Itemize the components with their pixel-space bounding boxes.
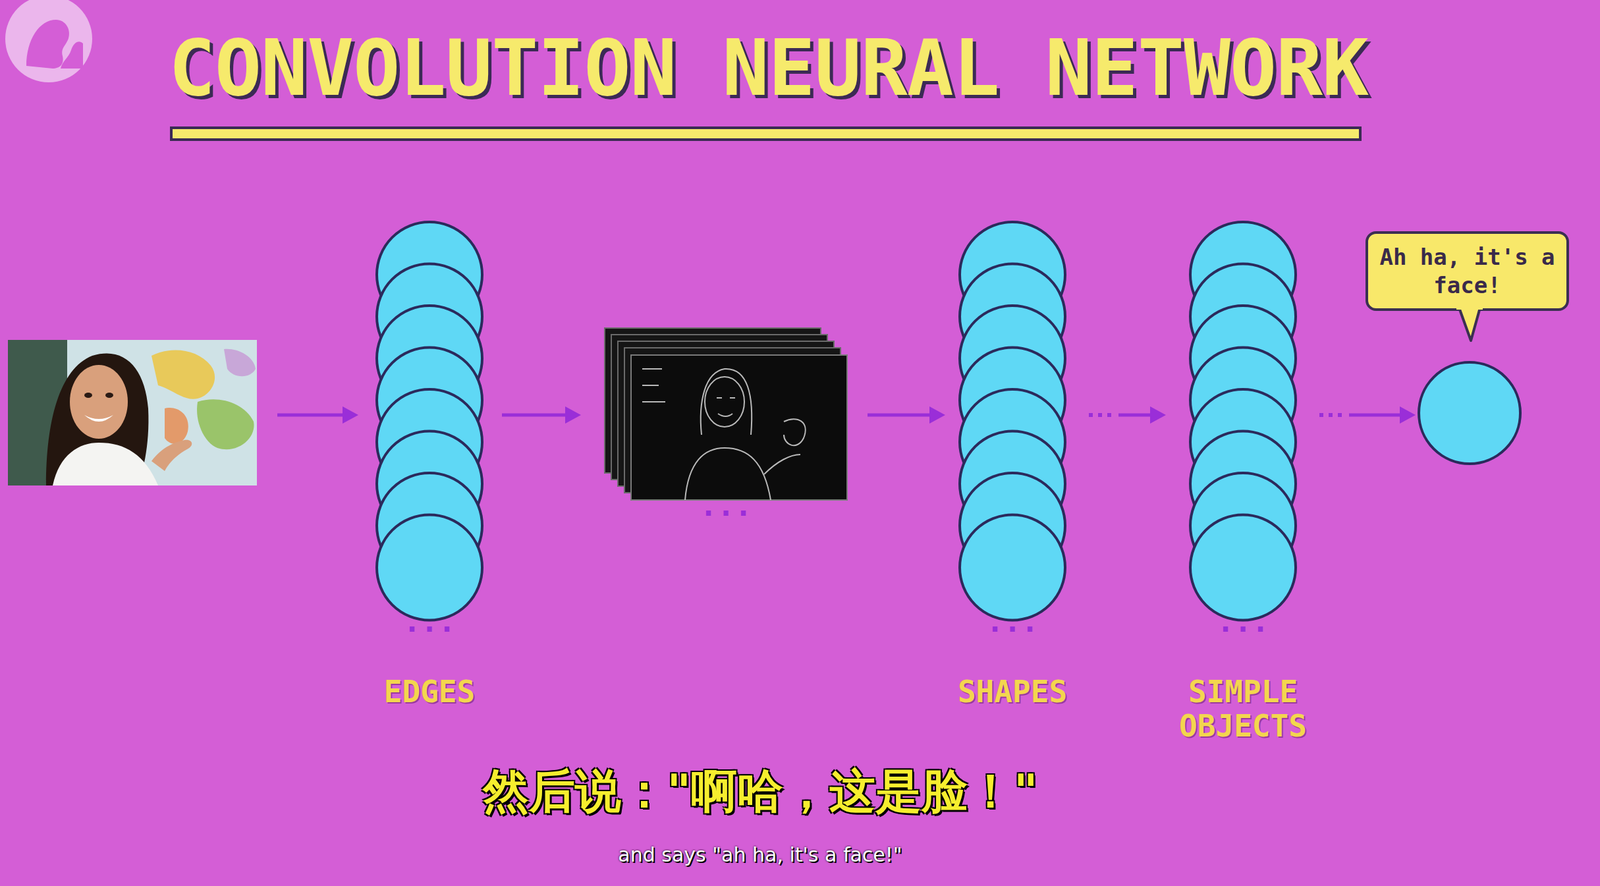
neuron-stack — [353, 220, 506, 623]
smile — [84, 414, 114, 422]
map-continent — [196, 399, 255, 450]
feature-maps — [604, 328, 848, 500]
connector-line — [1349, 413, 1402, 417]
connector-dot — [1337, 413, 1342, 417]
layer-column: SIMPLE OBJECTS — [1167, 220, 1319, 744]
arrow-head — [1150, 406, 1166, 424]
connector-line — [1118, 413, 1152, 417]
neuron-circle — [1190, 515, 1296, 621]
map-continent — [223, 349, 256, 377]
edge-sketch — [642, 368, 806, 500]
logo-head — [26, 19, 70, 69]
arrow-line — [277, 413, 344, 417]
connector-dot — [1107, 413, 1112, 417]
layer-label: SHAPES — [936, 675, 1089, 710]
arrow-head — [565, 406, 581, 424]
connector-dot — [1319, 413, 1324, 417]
diagram-title: CONVOLUTION NEURAL NETWORK — [168, 28, 1369, 107]
logo-head — [60, 41, 83, 69]
connector-dot — [1098, 413, 1103, 417]
flow-arrow — [277, 406, 359, 424]
continuation-dots: ... — [1216, 607, 1269, 637]
logo-disc — [5, 0, 93, 83]
hand — [151, 440, 192, 471]
feature-map — [631, 355, 848, 500]
neuron-circle — [1418, 362, 1521, 464]
map-continent — [151, 350, 215, 400]
arrow-line — [867, 413, 931, 417]
map-continent — [164, 407, 189, 444]
bubble-text: Ah ha, it's a face! — [1376, 243, 1559, 300]
neuron-outline — [1416, 360, 1523, 466]
subtitle-english: and says "ah ha, it's a face!" — [617, 843, 902, 866]
layer-connector — [1319, 406, 1416, 424]
flow-arrow — [867, 406, 946, 424]
bubble-shape — [1366, 232, 1568, 310]
connector-dot — [1088, 413, 1093, 417]
continuation-dots: ... — [986, 607, 1039, 637]
speech-bubble: Ah ha, it's a face! — [1365, 231, 1570, 311]
eye — [84, 392, 93, 398]
flow-arrow — [501, 406, 581, 424]
output-neuron: Ah ha, it's a face! — [1416, 360, 1523, 466]
neuron-circle — [376, 515, 483, 621]
arrow-line — [501, 413, 567, 417]
title-underline — [171, 127, 1361, 140]
layer-label: EDGES — [353, 675, 506, 710]
eye — [105, 392, 114, 398]
face — [69, 364, 128, 439]
arrow-head — [342, 406, 359, 424]
neuron-stack — [1167, 220, 1319, 623]
bubble-tail-shape — [1459, 307, 1481, 341]
neuron-circle — [959, 515, 1066, 621]
arrow-head — [929, 406, 946, 424]
subtitle-chinese: 然后说："啊哈，这是脸！" — [482, 766, 1039, 817]
connector-dot — [1328, 413, 1333, 417]
bubble-tail — [1449, 306, 1490, 346]
bubble-tail-join — [1456, 306, 1483, 310]
continuation-dots: ... — [403, 607, 456, 637]
neuron-stack — [936, 220, 1089, 623]
bubble-outline — [1365, 231, 1570, 311]
shirt — [52, 442, 159, 486]
arrow-head — [1399, 406, 1416, 424]
layer-connector — [1088, 406, 1166, 424]
continuation-dots: ... — [699, 491, 752, 521]
photo-ground — [7, 339, 257, 486]
layer-label: SIMPLE OBJECTS — [1167, 675, 1319, 744]
input-photo — [7, 339, 257, 486]
pbs-logo — [5, 0, 93, 83]
